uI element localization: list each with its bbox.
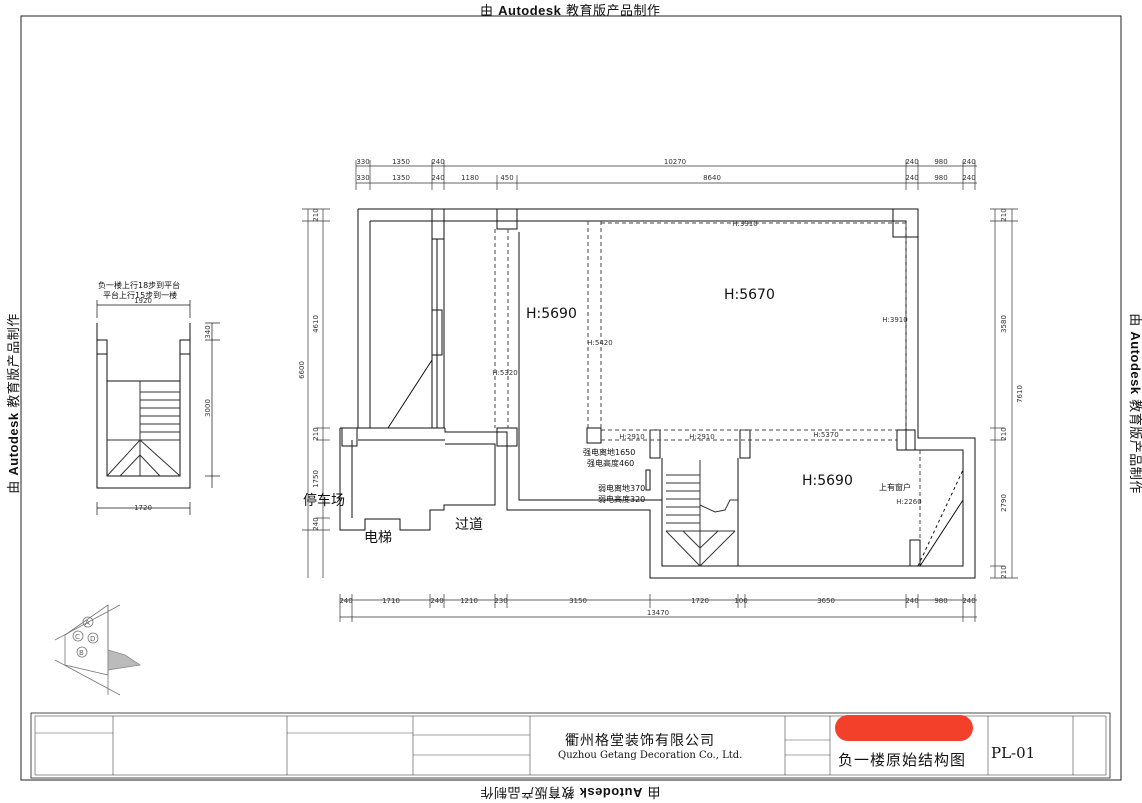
svg-text:D: D xyxy=(90,635,95,643)
dim-bottom-inner: 3650 xyxy=(817,597,835,605)
stair-side-small: 340 xyxy=(204,325,212,338)
dim-top-outer: 10270 xyxy=(664,158,686,166)
room-height-main: H:5670 xyxy=(724,287,775,303)
stair-width-bottom: 1720 xyxy=(134,504,152,512)
strong-elec-height: 强电离地1650 xyxy=(583,448,636,457)
sheet-border xyxy=(20,15,1122,781)
stair-note-1: 负一楼上行18步到平台 xyxy=(98,281,181,290)
dim-right: 7610 xyxy=(1016,385,1024,403)
stair-width-top: 1920 xyxy=(134,297,152,305)
height-mark: H:5370 xyxy=(813,431,838,439)
svg-text:C: C xyxy=(75,633,80,641)
svg-text:B: B xyxy=(79,649,84,657)
dim-top-inner: 450 xyxy=(500,174,513,182)
stair-side-height: 3000 xyxy=(204,399,212,417)
dim-top-inner: 980 xyxy=(934,174,947,182)
top-dimensions xyxy=(355,160,977,190)
title-block-frame xyxy=(30,712,1111,779)
height-mark: H:3910 xyxy=(732,220,757,228)
strong-elec-size: 强电高度460 xyxy=(587,459,635,468)
company-name-cn: 衢州格堂装饰有限公司 xyxy=(565,733,715,749)
dim-bottom-inner: 1210 xyxy=(460,597,478,605)
dim-top-outer: 240 xyxy=(962,158,975,166)
side-dimensions xyxy=(302,208,1018,579)
height-mark: H:2260 xyxy=(896,498,921,506)
dim-left: 6600 xyxy=(298,361,306,379)
dim-top-inner: 8640 xyxy=(703,174,721,182)
dim-bottom-inner: 100 xyxy=(734,597,747,605)
dim-right: 2790 xyxy=(1000,494,1008,512)
watermark-top: 由 Autodesk 教育版产品制作 xyxy=(480,3,661,19)
dim-bottom-inner: 1710 xyxy=(382,597,400,605)
dim-bottom-inner: 240 xyxy=(339,597,352,605)
bottom-dimensions xyxy=(339,594,977,622)
dim-bottom-inner: 230 xyxy=(494,597,507,605)
height-mark: H:2910 xyxy=(689,433,714,441)
dim-top-outer: 1350 xyxy=(392,158,410,166)
dim-left: 4610 xyxy=(312,315,320,333)
dim-top-inner: 240 xyxy=(962,174,975,182)
label-corridor: 过道 xyxy=(455,517,483,533)
dim-top-inner: 1180 xyxy=(461,174,479,182)
dim-top-outer: 240 xyxy=(905,158,918,166)
weak-elec-height: 弱电离地370 xyxy=(598,484,646,493)
dim-left: 240 xyxy=(312,517,320,530)
room-height-right: H:5690 xyxy=(802,473,853,489)
dim-right: 210 xyxy=(1000,208,1008,221)
stair-detail xyxy=(96,300,220,515)
height-mark: H:3910 xyxy=(882,316,907,324)
dimension-labels: 330 1350 240 10270 240 980 240 330 1350 240 1180 45… xyxy=(134,158,1024,617)
dim-top-inner: 1350 xyxy=(392,174,410,182)
dim-left: 210 xyxy=(312,427,320,440)
dim-right: 210 xyxy=(1000,427,1008,440)
weak-elec-size: 弱电高度320 xyxy=(598,495,646,504)
dim-top-inner: 240 xyxy=(431,174,444,182)
height-mark: H:5420 xyxy=(587,339,612,347)
label-parking: 停车场 xyxy=(303,493,345,509)
logo-mark: A C D B xyxy=(54,604,142,696)
dim-bottom-inner: 240 xyxy=(962,597,975,605)
height-mark: H:2910 xyxy=(619,433,644,441)
dim-bottom-total: 13470 xyxy=(647,609,669,617)
dim-left: 210 xyxy=(312,208,320,221)
dim-bottom-inner: 3150 xyxy=(569,597,587,605)
stair-note-2: 平台上行15步到一楼 xyxy=(103,291,178,300)
dim-top-outer: 330 xyxy=(356,158,369,166)
sheet-title: 负一楼原始结构图 xyxy=(838,751,967,769)
label-elevator: 电梯 xyxy=(364,530,392,546)
height-mark: H:5320 xyxy=(492,369,517,377)
dim-bottom-inner: 1720 xyxy=(691,597,709,605)
dim-right: 3580 xyxy=(1000,315,1008,333)
dim-left: 1750 xyxy=(312,470,320,488)
company-name-en: Quzhou Getang Decoration Co., Ltd. xyxy=(558,750,743,761)
dim-top-inner: 330 xyxy=(356,174,369,182)
dim-right: 210 xyxy=(1000,565,1008,578)
floor-plan xyxy=(339,208,976,579)
dim-bottom-inner: 240 xyxy=(430,597,443,605)
dim-top-outer: 980 xyxy=(934,158,947,166)
room-height-left: H:5690 xyxy=(526,306,577,322)
dim-top-outer: 240 xyxy=(431,158,444,166)
dim-bottom-inner: 980 xyxy=(934,597,947,605)
dim-top-inner: 240 xyxy=(905,174,918,182)
sheet-code: PL-01 xyxy=(991,744,1036,762)
redaction-mark xyxy=(835,715,973,741)
label-window-above: 上有窗户 xyxy=(879,483,911,492)
svg-text:A: A xyxy=(85,619,90,627)
dim-bottom-inner: 240 xyxy=(905,597,918,605)
